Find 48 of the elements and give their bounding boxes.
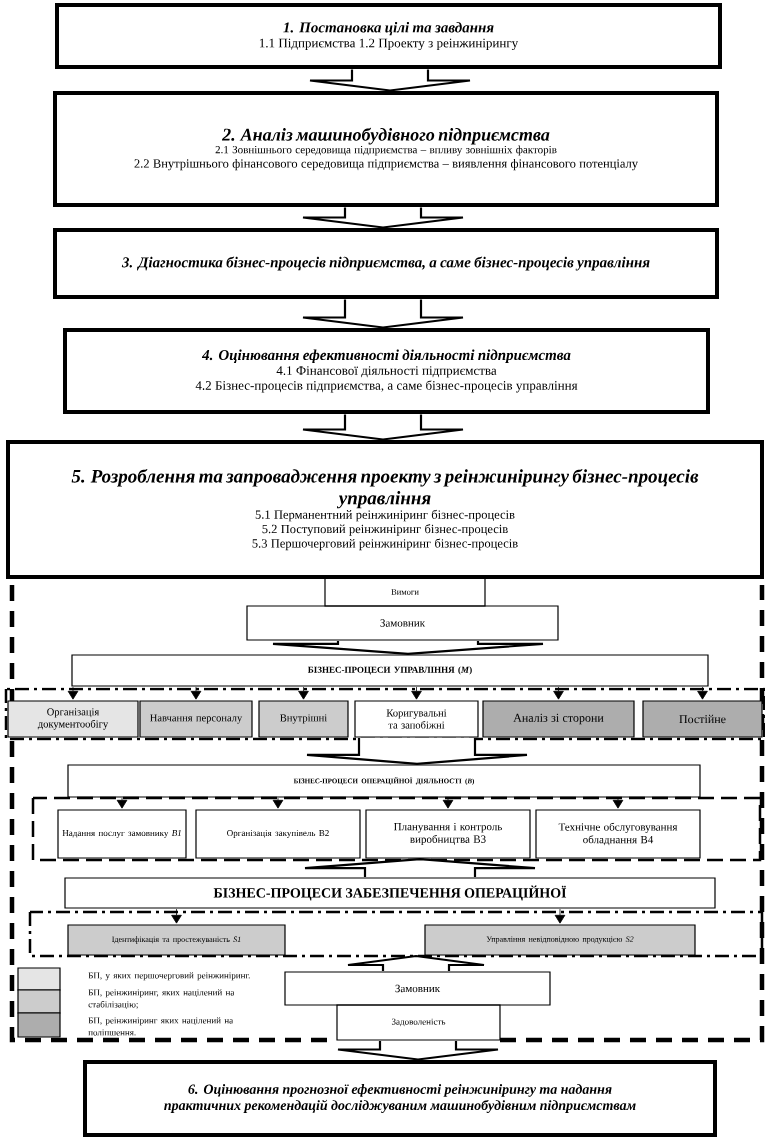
process-box: Задоволеність	[336, 1004, 501, 1041]
arrow	[67, 686, 79, 700]
process-box: Технічне обслуговування обладнання В4	[535, 809, 701, 859]
block-arrow	[336, 1040, 500, 1061]
arrow	[116, 797, 128, 809]
block-arrow	[346, 954, 486, 972]
process-box: Постійне	[642, 700, 763, 738]
arrow	[554, 908, 566, 924]
arrow	[697, 686, 708, 700]
process-box: Аналіз зі сторони	[482, 700, 635, 738]
block-arrow	[305, 737, 529, 765]
process-box: Управління невідповідною продукцією S2	[424, 924, 696, 956]
legend-text: БП, у яких першочерговий реінжиніринг.	[88, 972, 250, 981]
block-arrow	[271, 640, 545, 655]
process-box: Вимоги	[324, 577, 486, 607]
arrow	[298, 686, 309, 700]
process-box: Надання послуг замовнику B1	[57, 809, 187, 859]
block-arrow	[308, 68, 472, 92]
process-box: Планування і контроль виробництва В3	[365, 809, 531, 859]
process-box: Замовник	[246, 605, 559, 641]
group-header: БІЗНЕС-ПРОЦЕСИ УПРАВЛІННЯ (M)	[71, 654, 709, 687]
arrow	[411, 686, 422, 700]
block-arrow	[301, 413, 465, 441]
group-header: БІЗНЕС-ПРОЦЕСИ ЗАБЕЗПЕЧЕННЯ ОПЕРАЦІЙНОЇ	[64, 877, 716, 909]
step-box: 4. Оцінювання ефективності діяльності підприємства 4.1 Фінансової діяльності підприємства 4.2 Бізнес-процесів підприємства, а саме бізнес-процесів управління	[63, 328, 710, 414]
process-box: Навчання персоналу	[139, 700, 253, 738]
step-box: 6. Оцінювання прогнозної ефективності реінжинірингу та надання практичних рекомендацій досліджуваним машинобудівним підприємствам	[83, 1060, 717, 1137]
block-arrow	[301, 298, 465, 329]
step-box: 2. Аналіз машинобудівного підприємства 2.1 Зовнішнього середовища підприємства – впливу зовнішніх факторів 2.2 Внутрішнього фінансового середовища підприємства – виявлення фінансового потенціалу	[53, 91, 719, 207]
arrow	[612, 797, 624, 809]
legend-text: БП, реінжиніринг яких націлений на поліпшення.	[88, 1017, 233, 1036]
step-box: 1. Постановка цілі та завдання 1.1 Підприємства 1.2 Проекту з реінжинірингу	[55, 3, 722, 69]
arrow	[272, 797, 284, 809]
process-box: Замовник	[284, 971, 551, 1006]
arrow	[171, 908, 182, 924]
step-box: 3. Діагностика бізнес-процесів підприємства, а саме бізнес-процесів управління	[53, 228, 719, 299]
step-box: 5. Розроблення та запровадження проекту з реінжинірингу бізнес-процесів управління 5.1 Перманентний реінжиніринг бізнес-процесів 5.2 Поступовий реінжиніринг бізнес-процесів 5.3 Першочерговий реінжиніринг бізнес-процесів	[6, 440, 764, 579]
arrow	[442, 797, 454, 809]
process-box: Ідентифікація та простежуваність S1	[67, 924, 286, 956]
process-box: Організація закупівель В2	[195, 809, 361, 859]
process-box: Організація документообігу	[7, 700, 139, 738]
process-box: Коригувальні та запобіжні	[354, 700, 479, 738]
legend-text: БП, реінжиніринг, яких націлений на стабілізацію;	[88, 989, 235, 1010]
block-arrow	[301, 206, 465, 229]
arrow	[553, 686, 564, 700]
process-box: Внутрішні	[258, 700, 349, 738]
block-arrow	[303, 858, 537, 878]
arrow	[190, 686, 202, 700]
